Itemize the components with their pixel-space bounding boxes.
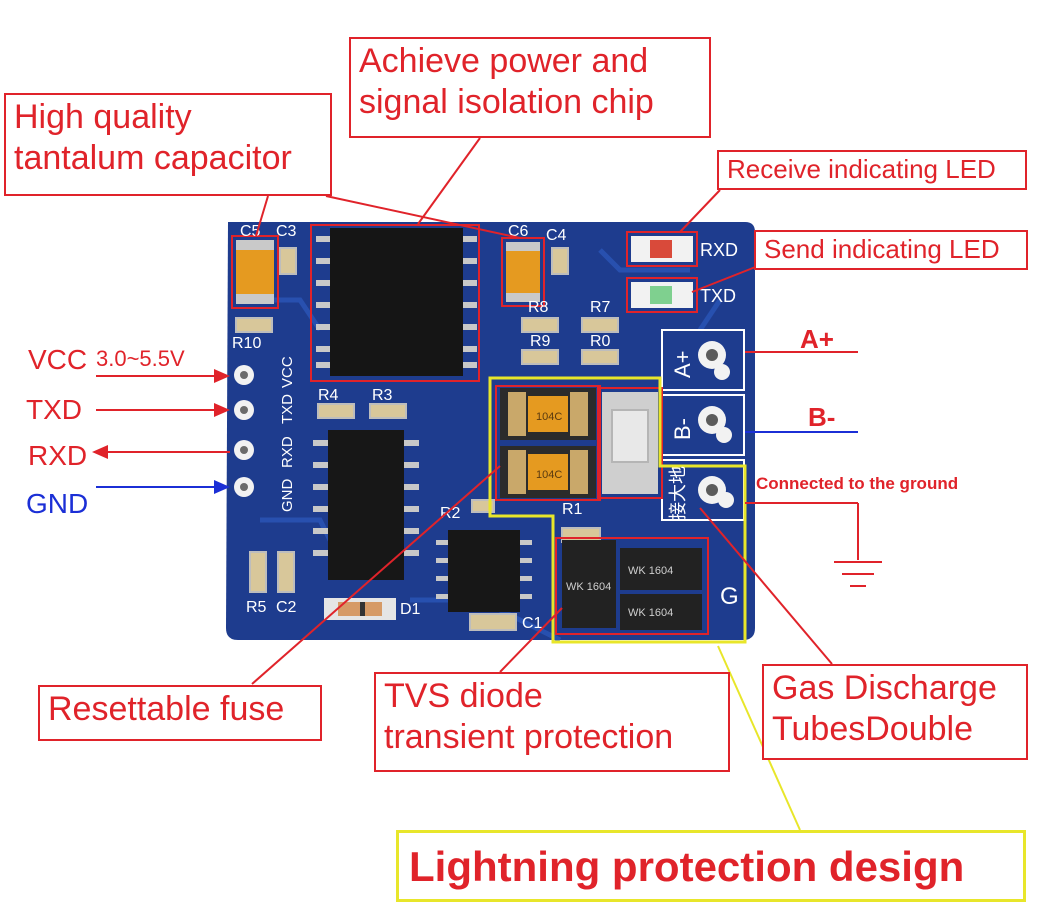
silk-a-plus: A+ [670,350,695,378]
silk-c3: C3 [276,223,297,240]
silk-r3: R3 [372,387,393,404]
silk-r4: R4 [318,387,339,404]
tvs-diodes [555,537,709,635]
silk-pin-rxd: RXD [279,436,296,468]
silk-fuse-code-2: 104C [536,469,562,481]
callout-tantalum-line2: tantalum capacitor [14,139,292,178]
silk-g: G [720,583,739,610]
smd-passives [235,247,619,631]
callout-gas-discharge: Gas Discharge TubesDouble [762,664,1028,760]
silk-c4: C4 [546,227,567,244]
silk-c2: C2 [276,599,297,616]
terminal-label-a-plus: A+ [800,324,834,354]
pin-label-rxd: RXD [28,440,88,471]
ground-symbol [834,561,882,587]
callout-tvs-line2: transient protection [384,718,674,757]
leds [626,231,698,313]
callout-isolation-line1: Achieve power and [359,42,649,80]
silk-r2: R2 [440,505,461,522]
leader-lines [251,137,859,685]
silk-fuse-code-1: 104C [536,411,562,423]
callout-gas-line1: Gas Discharge [772,669,997,707]
silk-r7: R7 [590,299,611,316]
silk-r1: R1 [562,501,583,518]
callout-tantalum-capacitor: High quality tantalum capacitor [4,93,332,196]
silk-c1: C1 [522,615,543,632]
silk-ground-cn: 接大地 [668,466,688,520]
callout-lightning-text: Lightning protection design [409,843,965,890]
lightning-outline [488,376,747,644]
pin-label-txd: TXD [26,394,82,425]
silk-pin-txd: TXD [279,394,296,424]
callout-tvs-diode: TVS diode transient protection [374,672,730,772]
callout-lightning-protection: Lightning protection design [396,830,1026,902]
lightning-leader [717,645,801,831]
silk-tvs-code-2: WK 1604 [628,565,673,577]
silk-r8: R8 [528,299,549,316]
silk-b-minus: B- [670,418,695,440]
callout-send-led-text: Send indicating LED [764,234,1000,264]
terminal-label-ground: Connected to the ground [756,474,959,493]
callout-receive-led-text: Receive indicating LED [727,154,996,184]
callout-send-led: Send indicating LED [754,230,1028,270]
callout-tantalum-line1: High quality [14,98,192,136]
callout-resettable-fuse: Resettable fuse [38,685,322,741]
silk-pin-vcc: VCC [279,356,296,388]
pin-arrows [92,369,230,494]
resettable-fuses [495,385,601,501]
left-header-pins [234,365,254,497]
silk-d1: D1 [400,601,421,618]
silk-txd: TXD [700,286,736,306]
silk-r9: R9 [530,333,551,350]
soic8-chip [436,530,532,612]
pin-label-vcc-range: 3.0~5.5V [96,346,185,371]
silk-rxd: RXD [700,240,738,260]
pin-label-vcc: VCC [28,344,88,375]
gas-discharge-tube [597,387,663,499]
silk-tvs-code-1: WK 1604 [566,581,611,593]
diode-d1 [324,598,396,620]
callout-gas-line2: TubesDouble [772,710,973,749]
isolation-chip [310,224,480,382]
silk-r5: R5 [246,599,267,616]
callout-isolation-line2: signal isolation chip [359,83,654,122]
silk-tvs-code-3: WK 1604 [628,607,673,619]
pin-label-gnd: GND [26,488,89,519]
callout-fuse-text: Resettable fuse [48,690,285,728]
silk-pin-gnd: GND [279,479,296,513]
callout-isolation-chip: Achieve power and signal isolation chip [349,37,711,138]
silk-r10: R10 [232,335,261,352]
right-terminal-pads [698,341,734,508]
tantalum-capacitors [231,235,545,309]
callout-tvs-line1: TVS diode [384,677,543,715]
callout-receive-led: Receive indicating LED [717,150,1027,190]
terminal-label-b-minus: B- [808,402,836,432]
transceiver-chip [313,430,419,580]
silk-r0: R0 [590,333,611,350]
